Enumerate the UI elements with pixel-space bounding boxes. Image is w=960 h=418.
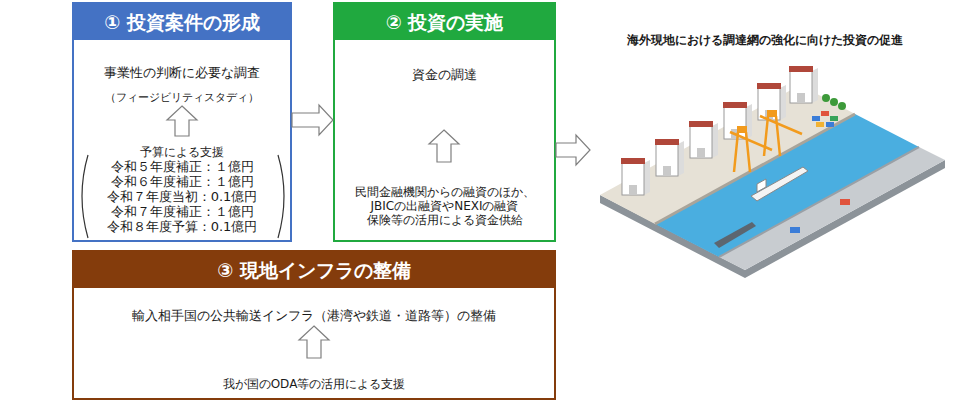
warehouse-door	[697, 148, 705, 158]
box-heading: ③ 現地インフラの整備	[74, 252, 554, 288]
warehouse-side	[678, 141, 684, 176]
warehouse-wall	[656, 144, 678, 176]
flow-arrow	[556, 135, 590, 165]
crane	[730, 126, 772, 172]
warehouse-door	[663, 166, 671, 176]
warehouse-roof	[621, 158, 645, 164]
container	[812, 116, 820, 121]
quay-edge	[719, 147, 919, 257]
warehouse-side	[812, 68, 818, 103]
process-box: ③ 現地インフラの整備輸入相手国の公共輸送インフラ（港湾や鉄道・道路等）の整備我…	[72, 250, 556, 400]
body-text: 我が国のODA等の活用による支援	[74, 376, 554, 392]
container	[816, 122, 824, 127]
body-text: 民間金融機関からの融資のほか、 JBICの出融資やNEXIの融資 保険等の活用に…	[341, 185, 548, 227]
warehouse-wall	[790, 71, 812, 103]
box-heading: ① 投資案件の形成	[74, 4, 290, 40]
warehouse	[789, 66, 818, 103]
flow-arrow	[292, 105, 333, 135]
warehouse	[689, 121, 718, 158]
tree	[838, 102, 846, 110]
warehouse-wall	[724, 107, 746, 139]
water-channel	[655, 114, 919, 257]
budget-line: 令和７年度当初：0.1億円	[74, 189, 290, 204]
body-text: （フィージビリティスタディ）	[74, 90, 290, 105]
body-text: 事業性の判断に必要な調査	[74, 64, 290, 81]
crane-frame	[730, 132, 772, 172]
warehouse-roof	[655, 139, 679, 145]
container	[830, 116, 838, 121]
ship-hull	[751, 167, 808, 201]
warehouse-roof	[757, 83, 781, 89]
body-text: 予算による支援	[74, 144, 290, 160]
warehouse	[757, 83, 786, 120]
warehouse	[621, 158, 650, 195]
budget-line: 令和８年度予算：0.1億円	[74, 219, 290, 234]
warehouse	[723, 102, 752, 139]
warehouse-door	[797, 93, 805, 103]
body-text: 輸入相手国の公共輸送インフラ（港湾や鉄道・道路等）の整備	[74, 307, 554, 324]
truck	[840, 199, 850, 205]
ship-cabin	[757, 179, 766, 192]
crane-cab	[737, 126, 747, 133]
budget-line: 令和５年度補正：１億円	[74, 159, 290, 174]
warehouse-roof	[689, 121, 713, 127]
back-land	[600, 85, 855, 224]
quay-edge	[655, 114, 855, 224]
ship-hull	[714, 222, 756, 248]
warehouse-roof	[723, 102, 747, 108]
up-arrow	[167, 106, 197, 136]
crane-cab	[767, 110, 777, 117]
port-illustration	[600, 66, 945, 278]
crane-frame	[760, 116, 802, 156]
up-arrow	[429, 130, 459, 162]
box-heading: ② 投資の実施	[335, 4, 554, 40]
warehouse-side	[780, 85, 786, 120]
crane	[760, 110, 802, 156]
warehouse-side	[746, 104, 752, 139]
bracket	[278, 155, 284, 238]
warehouse	[655, 139, 684, 176]
warehouse-wall	[690, 126, 712, 158]
budget-line: 令和７年度補正：１億円	[74, 204, 290, 219]
warehouse-roof	[789, 66, 813, 72]
body-text: 資金の調達	[335, 66, 554, 83]
container	[821, 111, 829, 116]
platform-side	[600, 160, 945, 278]
warehouse-side	[712, 123, 718, 158]
budget-line: 令和６年度補正：１億円	[74, 174, 290, 189]
warehouse-wall	[622, 163, 644, 195]
warehouse-wall	[758, 88, 780, 120]
bracket	[82, 155, 88, 238]
warehouse-door	[629, 185, 637, 195]
truck	[790, 227, 800, 233]
warehouse-door	[765, 110, 773, 120]
warehouse-side	[644, 160, 650, 195]
container	[826, 122, 834, 127]
up-arrow	[299, 326, 329, 358]
tree	[830, 98, 838, 106]
warehouse-door	[731, 129, 739, 139]
front-land	[719, 147, 945, 270]
illustration-area: 海外現地における調達網の強化に向けた投資の促進	[590, 28, 940, 268]
process-box: ② 投資の実施資金の調達民間金融機関からの融資のほか、 JBICの出融資やNEX…	[333, 2, 556, 242]
tree	[822, 94, 830, 102]
illustration-title: 海外現地における調達網の強化に向けた投資の促進	[590, 32, 940, 48]
process-box: ① 投資案件の形成事業性の判断に必要な調査 （フィージビリティスタディ） 予算による…	[72, 2, 292, 242]
